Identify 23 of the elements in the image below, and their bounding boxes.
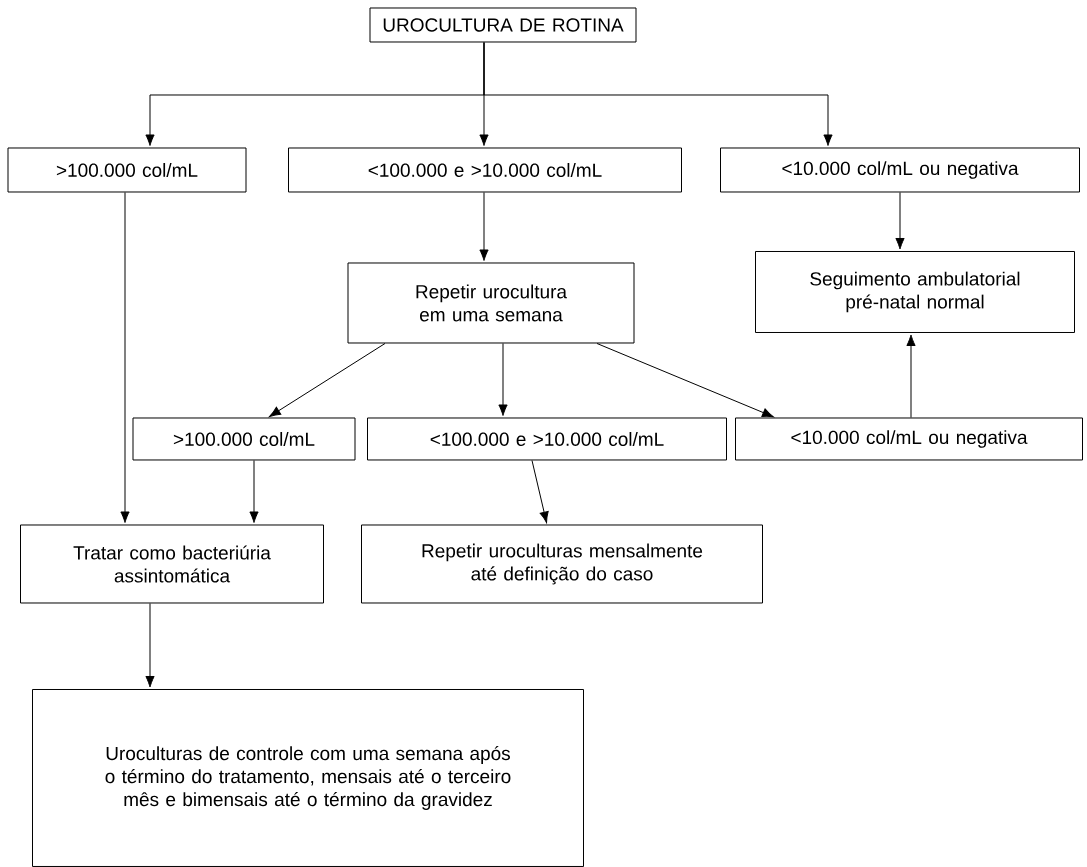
arrow: [596, 343, 774, 418]
arrow: [249, 460, 259, 523]
arrow: [498, 343, 508, 416]
arrow: [895, 192, 905, 250]
process-box: <100.000 e >10.000 col/mL: [367, 417, 727, 461]
process-box: <10.000 col/mL ou negativa: [720, 147, 1080, 193]
arrow: [145, 603, 155, 688]
process-box: <100.000 e >10.000 col/mL: [288, 147, 682, 193]
process-box: Repetir urocultura em uma semana: [347, 262, 635, 344]
arrow: [906, 334, 916, 418]
process-box: >100.000 col/mL: [132, 417, 356, 461]
arrow: [120, 192, 130, 523]
process-box: Repetir uroculturas mensalmente até definição do caso: [361, 524, 763, 604]
process-box: Tratar como bacteriúria assintomática: [20, 524, 324, 604]
process-box: Seguimento ambulatorial pré-natal normal: [755, 251, 1075, 333]
arrow: [531, 460, 549, 524]
arrow: [483, 42, 833, 146]
process-box: >100.000 col/mL: [7, 147, 247, 193]
arrow: [269, 343, 386, 417]
process-box: UROCULTURA DE ROTINA: [369, 7, 637, 43]
process-box: <10.000 col/mL ou negativa: [735, 417, 1083, 461]
arrow: [479, 192, 489, 261]
process-box: Uroculturas de controle com uma semana após o término do tratamento, mensais até o terceiro mês e bimensais até o término da gravidez: [32, 689, 584, 867]
